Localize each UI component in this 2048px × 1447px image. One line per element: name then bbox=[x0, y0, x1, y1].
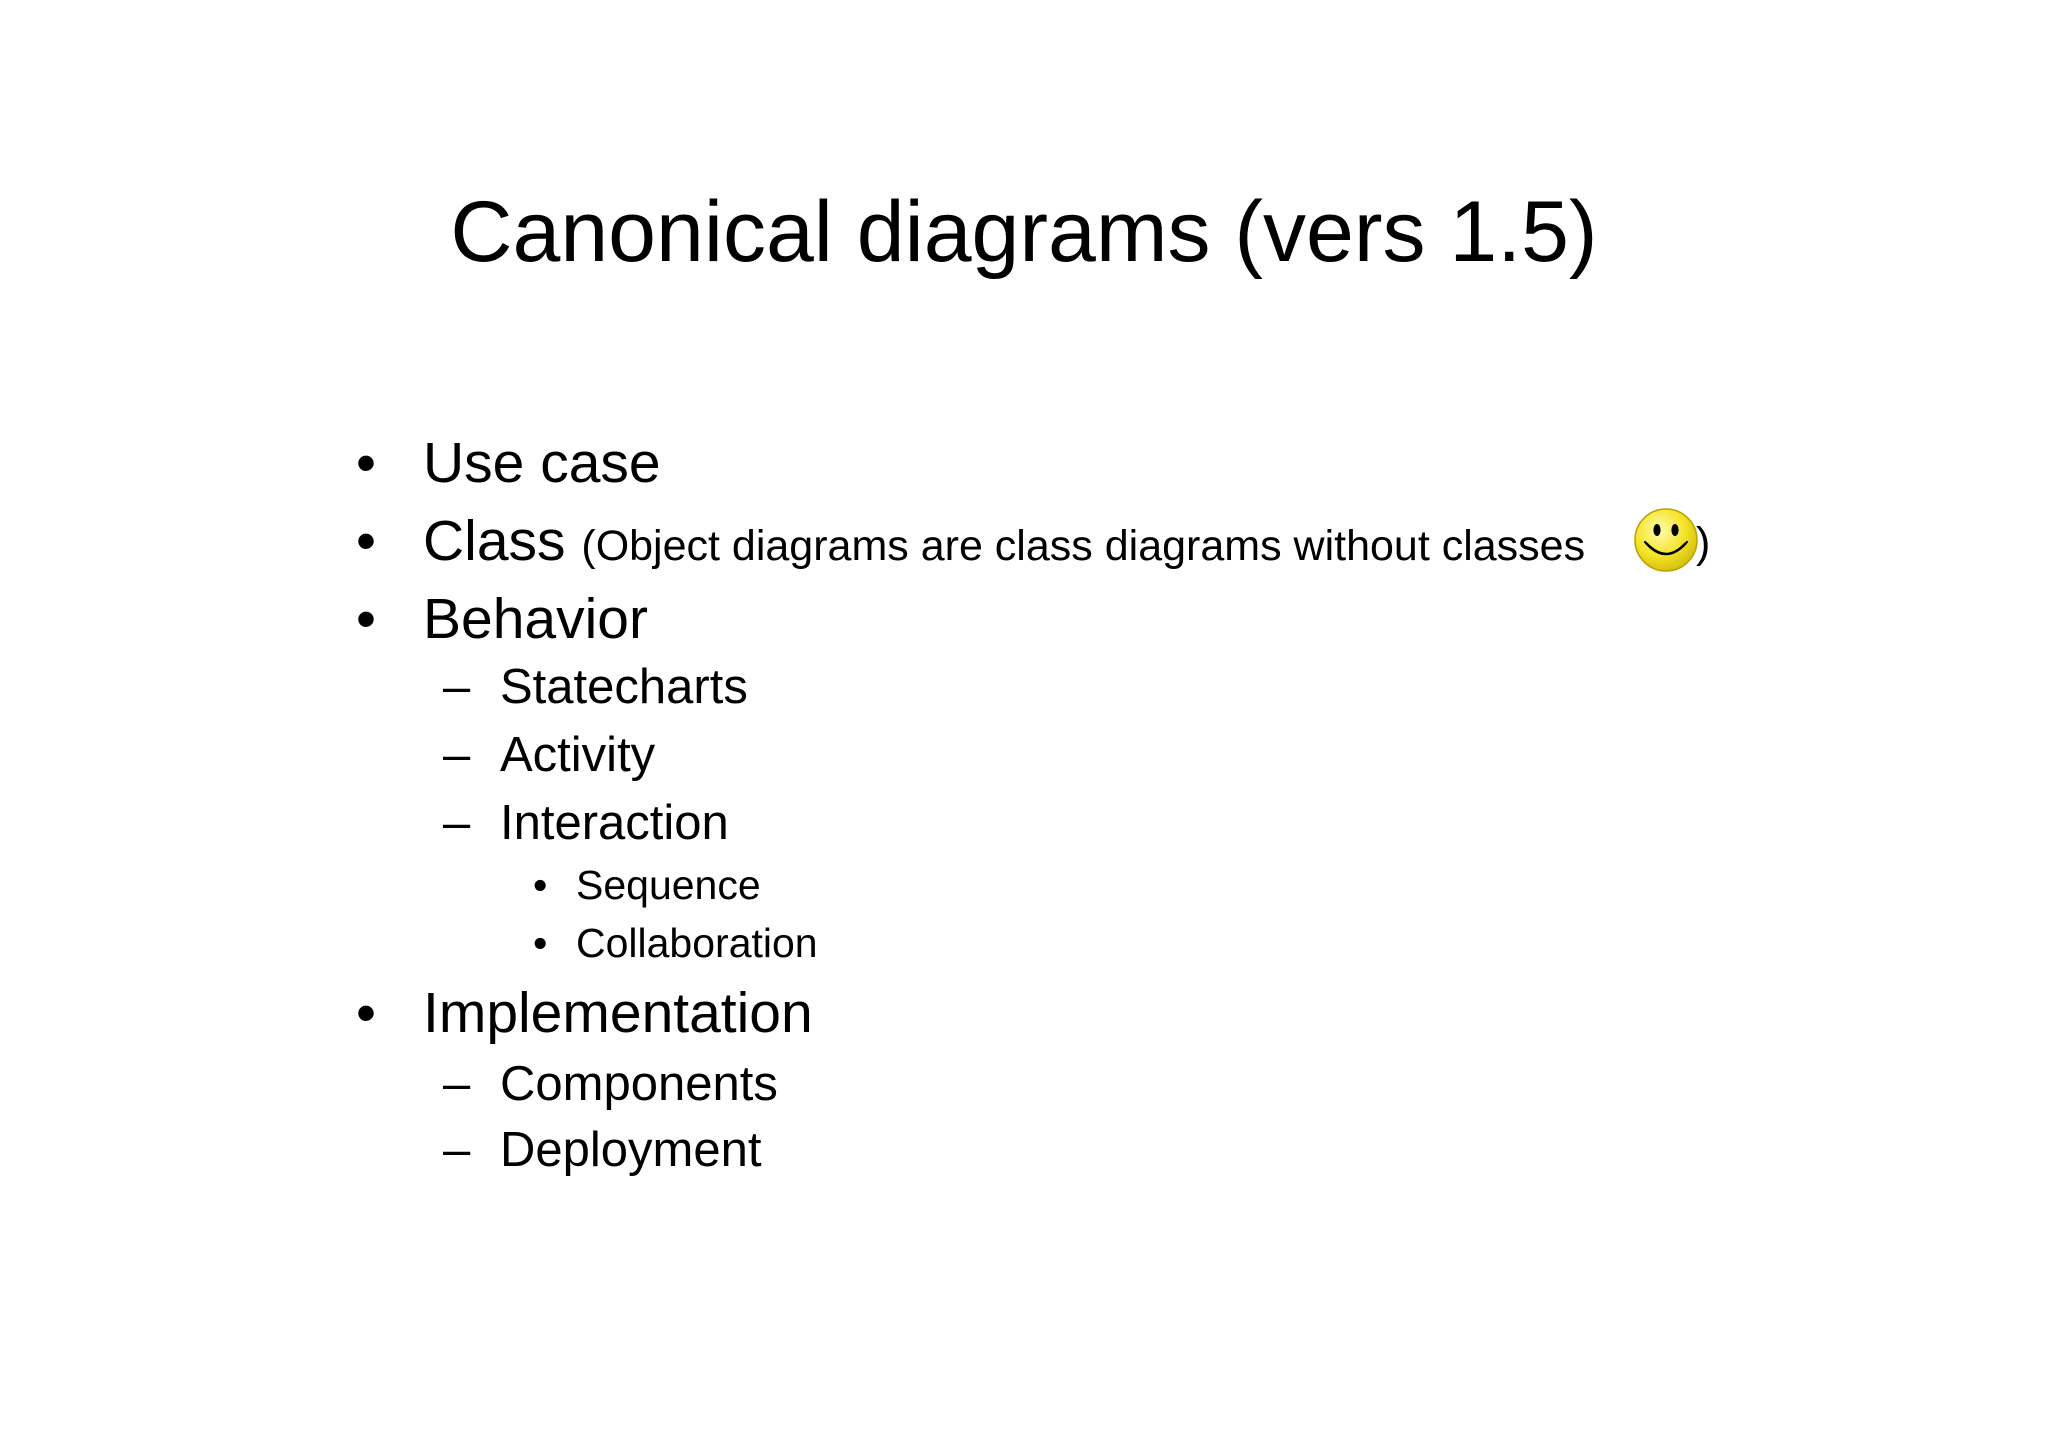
bullet-marker: • bbox=[533, 862, 548, 908]
list-item-activity: Activity bbox=[500, 728, 656, 782]
list-item-components: Components bbox=[500, 1057, 778, 1111]
dash-marker: – bbox=[443, 728, 471, 782]
list-item-class: Class (Object diagrams are class diagram… bbox=[423, 508, 1585, 579]
bullet-marker: • bbox=[356, 981, 376, 1045]
smiley-face-icon bbox=[1632, 506, 1700, 574]
list-item-interaction: Interaction bbox=[500, 796, 729, 850]
list-item-use-case: Use case bbox=[423, 431, 661, 495]
list-item-collaboration: Collaboration bbox=[576, 920, 818, 966]
slide-title: Canonical diagrams (vers 1.5) bbox=[450, 184, 1598, 280]
list-item-statecharts: Statecharts bbox=[500, 660, 748, 714]
list-item-behavior: Behavior bbox=[423, 587, 648, 651]
list-item-implementation: Implementation bbox=[423, 981, 813, 1045]
list-item-class-label: Class bbox=[423, 509, 566, 573]
bullet-marker: • bbox=[356, 509, 376, 573]
class-aside-close: ) bbox=[1696, 519, 1711, 567]
class-aside-note: (Object diagrams are class diagrams with… bbox=[581, 522, 1586, 570]
dash-marker: – bbox=[443, 660, 471, 714]
bullet-marker: • bbox=[356, 587, 376, 651]
dash-marker: – bbox=[443, 1057, 471, 1111]
dash-marker: – bbox=[443, 796, 471, 850]
bullet-marker: • bbox=[533, 920, 548, 966]
list-item-sequence: Sequence bbox=[576, 862, 761, 908]
list-item-deployment: Deployment bbox=[500, 1123, 762, 1177]
dash-marker: – bbox=[443, 1123, 471, 1177]
bullet-marker: • bbox=[356, 431, 376, 495]
